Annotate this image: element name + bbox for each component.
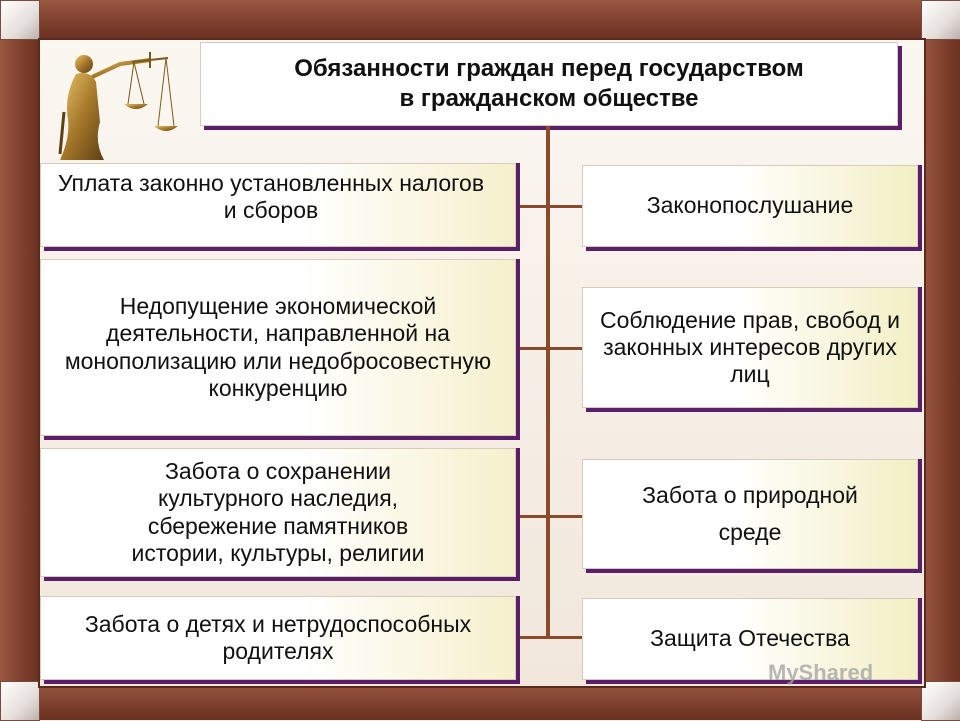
left-box-competition: Недопущение экономической деятельности, … [40,259,516,436]
left-box-heritage: Забота о сохранении культурного наследия… [40,448,516,577]
trunk-line [546,126,550,638]
connector-right-2 [548,347,584,350]
title-line-1: Обязанности граждан перед государством [294,55,804,82]
left-box-children-text: Забота о детях и нетрудоспособных родите… [84,610,472,664]
connector-right-3 [548,515,584,518]
connector-right-4 [548,636,584,639]
frame-left [0,38,38,684]
connector-right-1 [548,205,584,208]
frame-top [38,0,922,38]
right-box-defense: Защита Отечества [582,598,918,680]
connector-left-4 [516,636,548,639]
frame-corner-tl [0,0,40,40]
connector-left-1 [516,205,548,208]
connector-left-3 [516,515,548,518]
left-box-taxes-text: Уплата законно установленных налогов и с… [57,169,485,223]
right-box-rights: Соблюдение прав, свобод и законных интер… [582,287,918,408]
watermark: MyShared [768,660,874,685]
frame-corner-br [921,681,960,721]
right-box-environment-text: Забота о природной среде [642,482,858,545]
left-box-competition-text: Недопущение экономической деятельности, … [64,293,492,401]
frame-corner-tr [921,0,960,40]
left-box-children: Забота о детях и нетрудоспособных родите… [40,596,516,680]
title-line-2: в гражданском обществе [399,85,699,112]
connector-left-2 [516,347,548,350]
left-box-heritage-text: Забота о сохранении культурного наследия… [131,458,425,566]
left-box-taxes: Уплата законно установленных налогов и с… [40,163,516,247]
right-box-defense-text: Защита Отечества [650,625,850,652]
right-box-environment: Забота о природной среде [582,459,918,569]
frame-bottom [38,682,922,720]
right-box-law-abiding-text: Законопослушание [646,192,854,219]
right-box-rights-text: Соблюдение прав, свобод и законных интер… [599,306,901,388]
diagram-title: Обязанности граждан перед государством в… [200,42,898,126]
frame-right [922,38,960,684]
right-box-law-abiding: Законопослушание [582,165,918,247]
frame-corner-bl [0,681,40,721]
justice-statue-icon [58,52,178,160]
